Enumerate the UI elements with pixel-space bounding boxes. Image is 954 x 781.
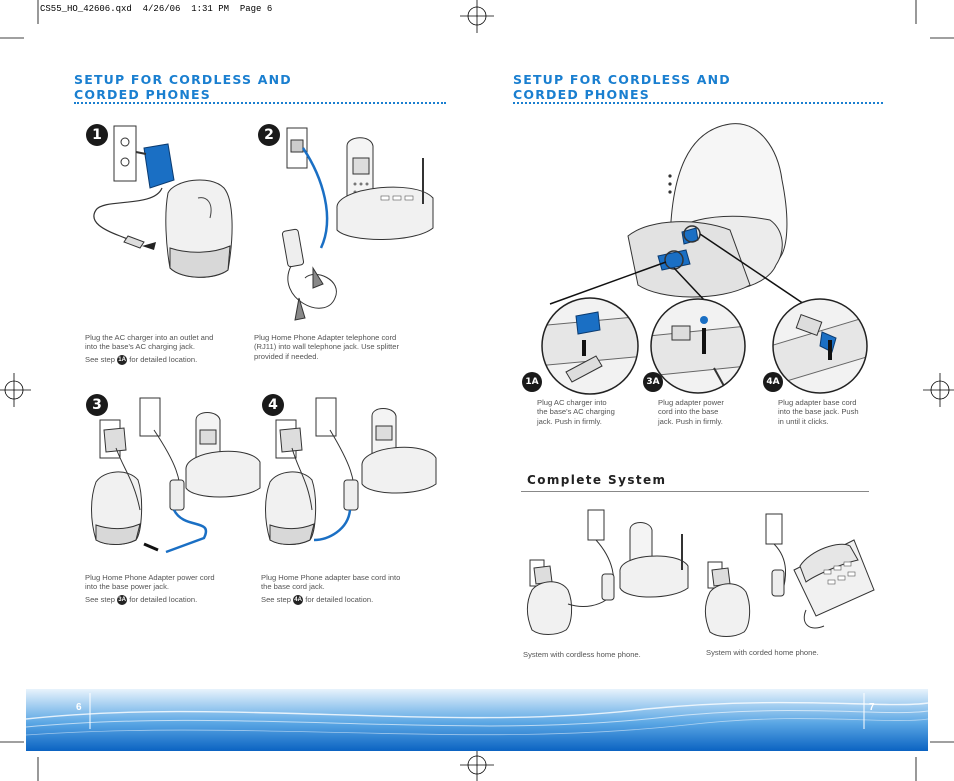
detail-4a-caption: Plug adapter base cord into the base jac…: [778, 398, 888, 426]
step-1-caption-line-2: into the base's AC charging jack.: [85, 342, 195, 352]
step-4-number: 4: [262, 394, 284, 416]
detail-4a-illustration: [772, 298, 868, 394]
system-corded-illustration: [705, 513, 875, 637]
step-1-illustration: [93, 125, 233, 278]
left-heading-line-1: SETUP FOR CORDLESS AND: [74, 72, 292, 87]
detail-4a-line-2: into the base jack. Push: [778, 407, 859, 417]
detail-1a-line-2: the base's AC charging: [537, 407, 615, 417]
left-page-heading: SETUP FOR CORDLESS AND CORDED PHONES: [74, 72, 454, 102]
step-1-see-badge: 1A: [117, 354, 128, 365]
detail-1a-line-3: jack. Push in firmly.: [537, 416, 602, 426]
step-1-number: 1: [86, 124, 108, 146]
detail-4a-line-3: in until it clicks.: [778, 416, 829, 426]
detail-4a-badge: 4A: [763, 372, 783, 392]
complete-system-rule: [521, 491, 869, 492]
step-4-see-prefix: See step: [261, 594, 291, 604]
step-2-caption: Plug Home Phone Adapter telephone cord (…: [254, 333, 454, 361]
step-3-see-prefix: See step: [85, 594, 115, 604]
detail-1a-caption: Plug AC charger into the base's AC charg…: [537, 398, 647, 426]
step-4-see-badge: 4A: [293, 594, 304, 605]
detail-3a-illustration: [650, 298, 746, 394]
step-3-see-suffix: for detailed location.: [129, 594, 198, 604]
step-4-caption: Plug Home Phone adapter base cord into t…: [261, 573, 441, 605]
step-4-caption-line-1: Plug Home Phone adapter base cord into: [261, 573, 401, 582]
step-4-see-reference: See step 4A for detailed location.: [261, 594, 441, 605]
left-heading-line-2: CORDED PHONES: [74, 87, 211, 102]
step-3-see-reference: See step 3A for detailed location.: [85, 594, 255, 605]
step-2-caption-line-2: (RJ11) into wall telephone jack. Use spl…: [254, 342, 400, 352]
step-3-number: 3: [86, 394, 108, 416]
step-1-see-suffix: for detailed location.: [129, 354, 198, 364]
footer-wave: [25, 689, 929, 751]
step-3-caption: Plug Home Phone Adapter power cord into …: [85, 573, 255, 605]
detail-3a-line-2: cord into the base: [658, 407, 719, 417]
detail-1a-line-1: Plug AC charger into: [537, 398, 607, 407]
step-3-caption-line-1: Plug Home Phone Adapter power cord: [85, 573, 215, 582]
detail-3a-badge: 3A: [643, 372, 663, 392]
step-4-illustration: [265, 397, 437, 545]
step-1-see-prefix: See step: [85, 354, 115, 364]
system-cordless-illustration: [527, 509, 689, 635]
step-2-caption-line-1: Plug Home Phone Adapter telephone cord: [254, 333, 397, 342]
left-page-number: 6: [76, 702, 82, 713]
right-heading-rule: [513, 102, 883, 104]
step-4-see-suffix: for detailed location.: [305, 594, 374, 604]
right-heading-line-2: CORDED PHONES: [513, 87, 650, 102]
detail-3a-line-1: Plug adapter power: [658, 398, 724, 407]
step-2-illustration: [281, 127, 434, 321]
complete-system-title: Complete System: [527, 473, 667, 487]
right-page-number: 7: [869, 702, 875, 713]
step-3-see-badge: 3A: [117, 594, 128, 605]
detail-1a-illustration: [541, 297, 639, 395]
detail-3a-line-3: jack. Push in firmly.: [658, 416, 723, 426]
step-1-caption: Plug the AC charger into an outlet and i…: [85, 333, 255, 365]
base-unit-illustration: [549, 123, 811, 309]
detail-4a-line-1: Plug adapter base cord: [778, 398, 857, 407]
system-corded-caption: System with corded home phone.: [706, 648, 819, 657]
print-slug: CS55_HO_42606.qxd 4/26/06 1:31 PM Page 6: [40, 4, 273, 14]
step-2-caption-line-3: provided if needed.: [254, 351, 319, 361]
detail-3a-caption: Plug adapter power cord into the base ja…: [658, 398, 768, 426]
system-cordless-caption: System with cordless home phone.: [523, 650, 641, 659]
step-1-see-reference: See step 1A for detailed location.: [85, 354, 255, 365]
step-1-caption-line-1: Plug the AC charger into an outlet and: [85, 333, 214, 342]
right-page-heading: SETUP FOR CORDLESS AND CORDED PHONES: [513, 72, 893, 102]
detail-1a-badge: 1A: [522, 372, 542, 392]
step-3-illustration: [91, 397, 261, 554]
step-2-number: 2: [258, 124, 280, 146]
step-3-caption-line-2: into the base power jack.: [85, 582, 170, 592]
step-4-caption-line-2: the base cord jack.: [261, 582, 325, 592]
right-heading-line-1: SETUP FOR CORDLESS AND: [513, 72, 731, 87]
left-heading-rule: [74, 102, 446, 104]
